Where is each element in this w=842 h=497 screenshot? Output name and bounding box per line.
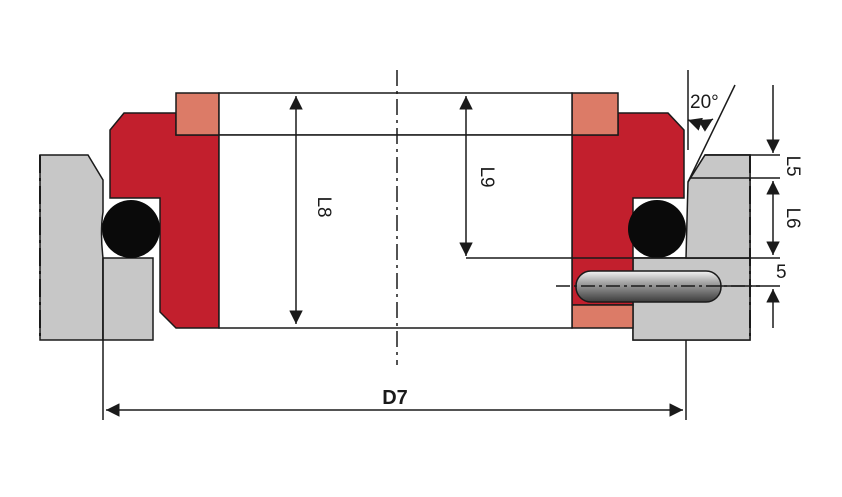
oring-right	[628, 200, 686, 258]
angle-label: 20°	[690, 92, 719, 113]
d7-label: D7	[382, 387, 408, 409]
l9-label: L9	[476, 166, 497, 187]
inner-bore	[218, 134, 573, 329]
l5-label: L5	[782, 155, 803, 176]
backup-ring-top-right	[571, 92, 619, 136]
left-housing	[39, 154, 154, 341]
angle-arc	[687, 117, 714, 132]
backup-ring-top-left	[175, 92, 220, 136]
angle-slope-line	[687, 84, 736, 183]
oring-left	[102, 200, 160, 258]
inner-ring	[218, 92, 573, 136]
backup-ring-bottom-right	[571, 304, 634, 329]
l6-label: L6	[782, 207, 803, 228]
l8-label: L8	[313, 196, 334, 217]
dim5-label: 5	[776, 262, 787, 283]
